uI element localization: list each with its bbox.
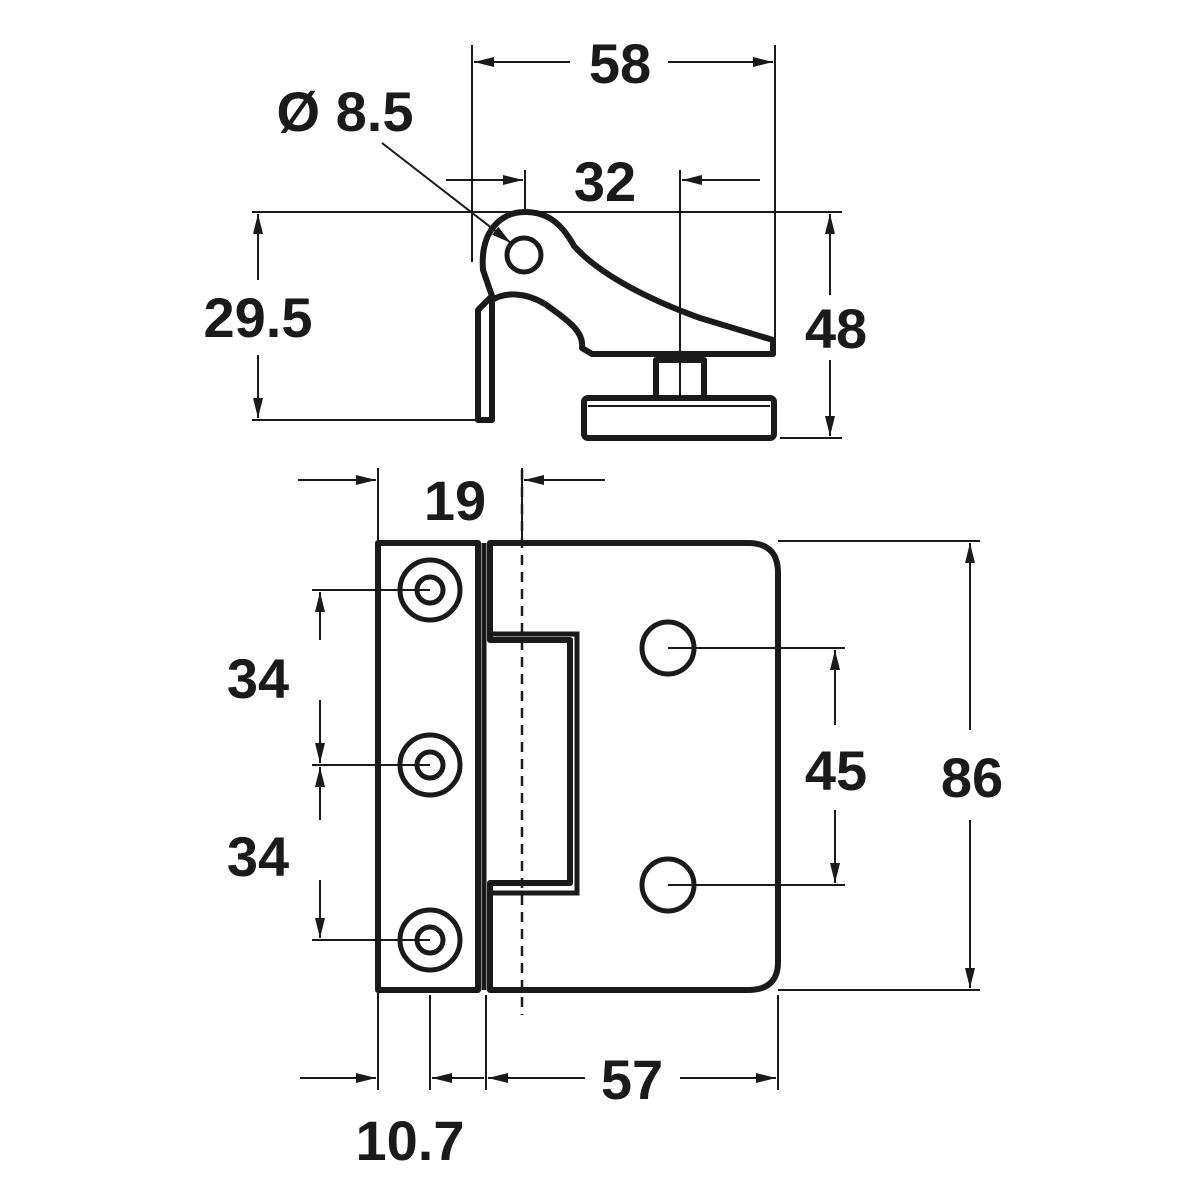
dim-45-label: 45 [805, 739, 867, 802]
side-view-clamp-pad [581, 395, 777, 441]
dim-32-label: 32 [574, 150, 636, 213]
dim-48-label: 48 [805, 297, 867, 360]
side-view-mounting-plate [475, 293, 495, 423]
dim-10-7-label: 10.7 [356, 1109, 465, 1172]
dim-pin-diameter-label: Ø 8.5 [277, 80, 414, 143]
front-view: 19 34 34 45 86 10.7 57 [227, 468, 1003, 1172]
dim-58-label: 58 [589, 32, 651, 95]
dim-29-5-label: 29.5 [204, 286, 313, 349]
dim-34-lower-label: 34 [227, 825, 289, 888]
right-leaf-inner-step [490, 631, 580, 896]
dim-34-upper-label: 34 [227, 647, 289, 710]
side-view: 58 32 Ø 8.5 29.5 48 [204, 32, 867, 441]
right-leaf [487, 540, 781, 993]
side-view-arm [479, 209, 776, 357]
dim-86-label: 86 [941, 746, 1003, 809]
dim-19-label: 19 [424, 469, 486, 532]
pin-hole [504, 235, 544, 275]
dim-57-label: 57 [601, 1048, 663, 1111]
pin-diameter-leader [381, 142, 512, 244]
